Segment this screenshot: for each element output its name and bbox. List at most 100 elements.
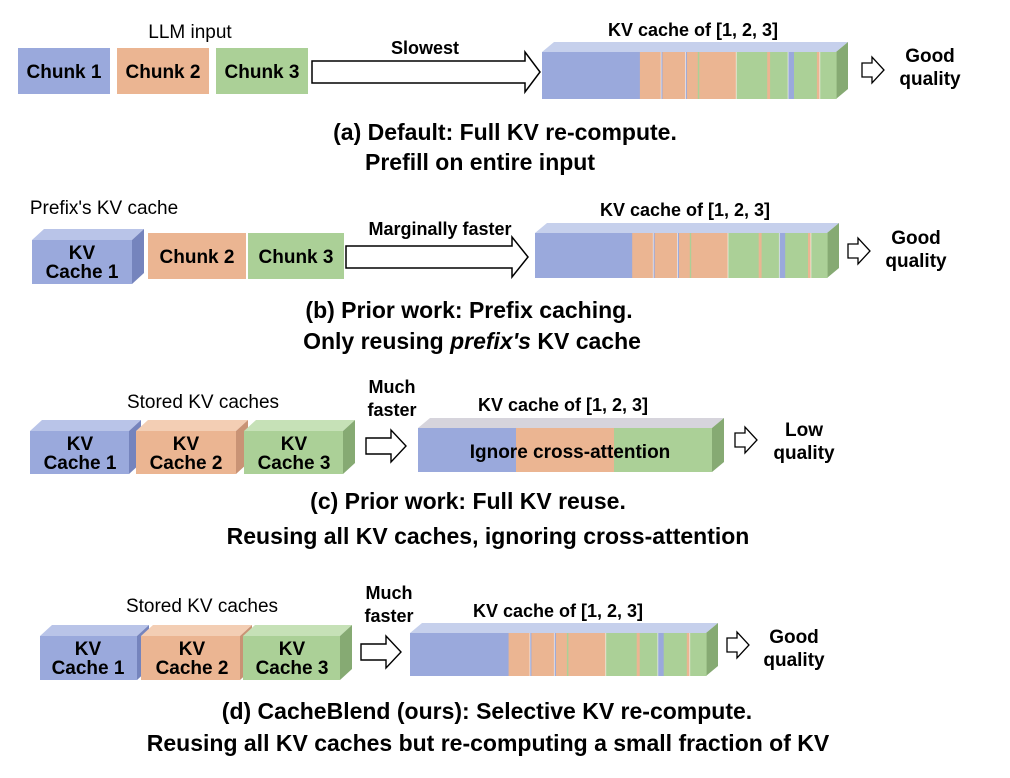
panel-b-chunk-2: Chunk 2: [148, 233, 246, 279]
panel-b-cache-top: [535, 223, 839, 233]
panel-c-kv-cache-1: KV Cache 1: [30, 420, 141, 474]
panel-c-cache-title: KV cache of [1, 2, 3]: [478, 395, 648, 415]
stripe-b-segment: [728, 233, 760, 278]
panel-c-kv-cache-2: KV Cache 2: [136, 420, 248, 474]
panel-c-caption-line-2: Reusing all KV caches, ignoring cross-at…: [227, 523, 750, 549]
stripe-b-segment: [691, 233, 729, 278]
panel-a-chunk-3: Chunk 3: [216, 48, 308, 94]
panel-c-kv-cache-3-front: [244, 431, 343, 474]
panel-d-outcome-line-1: Good: [769, 627, 819, 648]
stripe-d-segment: [529, 633, 532, 676]
panel-c-outcome-line-2: quality: [773, 443, 835, 464]
stripe-d-segment: [566, 633, 569, 676]
panel-a-chunk-1: Chunk 1: [18, 48, 110, 94]
panel-d-kv-cache-2-line-2: Cache 2: [156, 658, 229, 679]
panel-c-kv-cache-1-top: [30, 420, 141, 431]
stripe-a-segment: [788, 52, 795, 99]
stripe-a-segment: [697, 52, 700, 99]
panel-a-outcome-line-2: quality: [899, 69, 961, 90]
stripe-d-segment: [605, 633, 638, 676]
panel-a-long-arrow-icon: [311, 49, 541, 95]
panel-c-kv-cache-2-line-2: Cache 2: [150, 453, 223, 474]
panel-c-kv-cache-2-line-1: KV: [173, 434, 200, 455]
panel-c-kv-cache-3-side: [343, 420, 355, 474]
panel-c-cache-segment-2: [516, 428, 614, 472]
stripe-d-segment: [410, 633, 510, 676]
stripe-a-segment: [661, 52, 664, 99]
panel-c-kv-cache-1-front: [30, 431, 129, 474]
stripe-b-segment: [810, 233, 828, 278]
panel-d-kv-cache-3-side: [340, 625, 352, 680]
panel-d: Stored KV caches KV Cache 1 KV Cache 2 K…: [40, 583, 830, 756]
panel-d-caption-line-2: Reusing all KV caches but re-computing a…: [147, 730, 830, 756]
panel-b-kv-cache-block: [535, 223, 839, 278]
panel-b-arrow-label: Marginally faster: [368, 219, 511, 239]
stripe-b-segment: [535, 233, 633, 278]
panel-b-kv-cache-1-line-2: Cache 1: [46, 262, 119, 283]
stripe-b-segment: [758, 233, 763, 278]
stripe-d-segment: [657, 633, 665, 676]
panel-a-chunk-2: Chunk 2: [117, 48, 209, 94]
stripe-b-segment: [653, 233, 656, 278]
panel-b-chunk-2-label: Chunk 2: [160, 247, 235, 268]
panel-a-chunk-3-label: Chunk 3: [225, 62, 300, 83]
panel-d-kv-cache-block: [410, 623, 718, 676]
panel-b-caption-pre: Only reusing: [303, 328, 450, 354]
stripe-d-segment: [689, 633, 707, 676]
panel-b-kv-cache-1-line-1: KV: [69, 243, 96, 264]
panel-a-cache-stripes: [542, 52, 837, 99]
panel-b-kv-cache-1: KV Cache 1: [32, 229, 144, 284]
panel-d-caption-line-1: (d) CacheBlend (ours): Selective KV re-c…: [222, 698, 752, 724]
panel-b-chunk-3-box: [248, 233, 344, 279]
stripe-b-segment: [689, 233, 692, 278]
panel-b-chunk-2-box: [148, 233, 246, 279]
panel-c-arrow-label-line-1: Much: [369, 377, 416, 397]
stripe-d-segment: [531, 633, 556, 676]
panel-d-cache-title: KV cache of [1, 2, 3]: [473, 601, 643, 621]
panel-c-cache-side: [712, 418, 724, 472]
stripe-d-segment: [686, 633, 691, 676]
panel-a-kv-cache-block: [542, 42, 848, 99]
stripe-b-segment: [761, 233, 780, 278]
panel-b-outcome-line-2: quality: [885, 251, 947, 272]
panel-c-kv-cache-1-line-1: KV: [67, 434, 94, 455]
stripe-d-segment: [555, 633, 568, 676]
panel-a: LLM input Chunk 1 Chunk 2 Chunk 3 Slowes…: [18, 20, 961, 175]
panel-d-kv-cache-3-line-2: Cache 3: [256, 658, 329, 679]
panel-a-chunk-3-box: [216, 48, 308, 94]
panel-d-kv-cache-2: KV Cache 2: [141, 625, 252, 680]
stripe-a-segment: [816, 52, 821, 99]
panel-c-outcome-line-1: Low: [785, 420, 823, 441]
stripe-b-segment: [679, 233, 691, 278]
panel-a-outcome-arrow-icon: [861, 55, 885, 85]
panel-b-outcome-line-1: Good: [891, 228, 941, 249]
panel-a-chunk-1-box: [18, 48, 110, 94]
panel-d-cache-top: [410, 623, 718, 633]
panel-b-cache-title: KV cache of [1, 2, 3]: [600, 200, 770, 220]
panel-b-cache-stripes: [535, 233, 828, 278]
panel-d-kv-cache-3: KV Cache 3: [243, 625, 352, 680]
panel-a-cache-top: [542, 42, 848, 52]
panel-d-kv-cache-1-front: [40, 636, 137, 680]
panel-b-kv-cache-1-top: [32, 229, 144, 240]
panel-a-arrow-label: Slowest: [391, 38, 459, 58]
stripe-d-segment: [554, 633, 557, 676]
panel-c-caption-line-1: (c) Prior work: Full KV reuse.: [310, 488, 626, 514]
panel-b-kv-cache-1-front: [32, 240, 132, 284]
panel-b-chunk-3-label: Chunk 3: [259, 247, 334, 268]
panel-c: Stored KV caches KV Cache 1 KV Cache 2 K…: [30, 377, 835, 549]
stripe-a-segment: [685, 52, 688, 99]
panel-c-kv-cache-block: Ignore cross-attention: [418, 418, 724, 472]
panel-d-kv-cache-2-front: [141, 636, 240, 680]
stripe-a-segment: [662, 52, 686, 99]
panel-a-chunk-2-box: [117, 48, 209, 94]
stripe-b-segment: [677, 233, 680, 278]
panel-c-kv-cache-3-top: [244, 420, 355, 431]
stripe-d-segment: [508, 633, 531, 676]
panel-c-outcome-arrow-icon: [734, 425, 758, 455]
panel-d-kv-cache-3-line-1: KV: [279, 639, 306, 660]
panel-d-kv-cache-1-line-2: Cache 1: [52, 658, 125, 679]
panel-d-arrow-label-line-2: faster: [364, 606, 413, 626]
panel-c-arrow-label-line-2: faster: [367, 400, 416, 420]
panel-c-cache-segment-3: [614, 428, 712, 472]
